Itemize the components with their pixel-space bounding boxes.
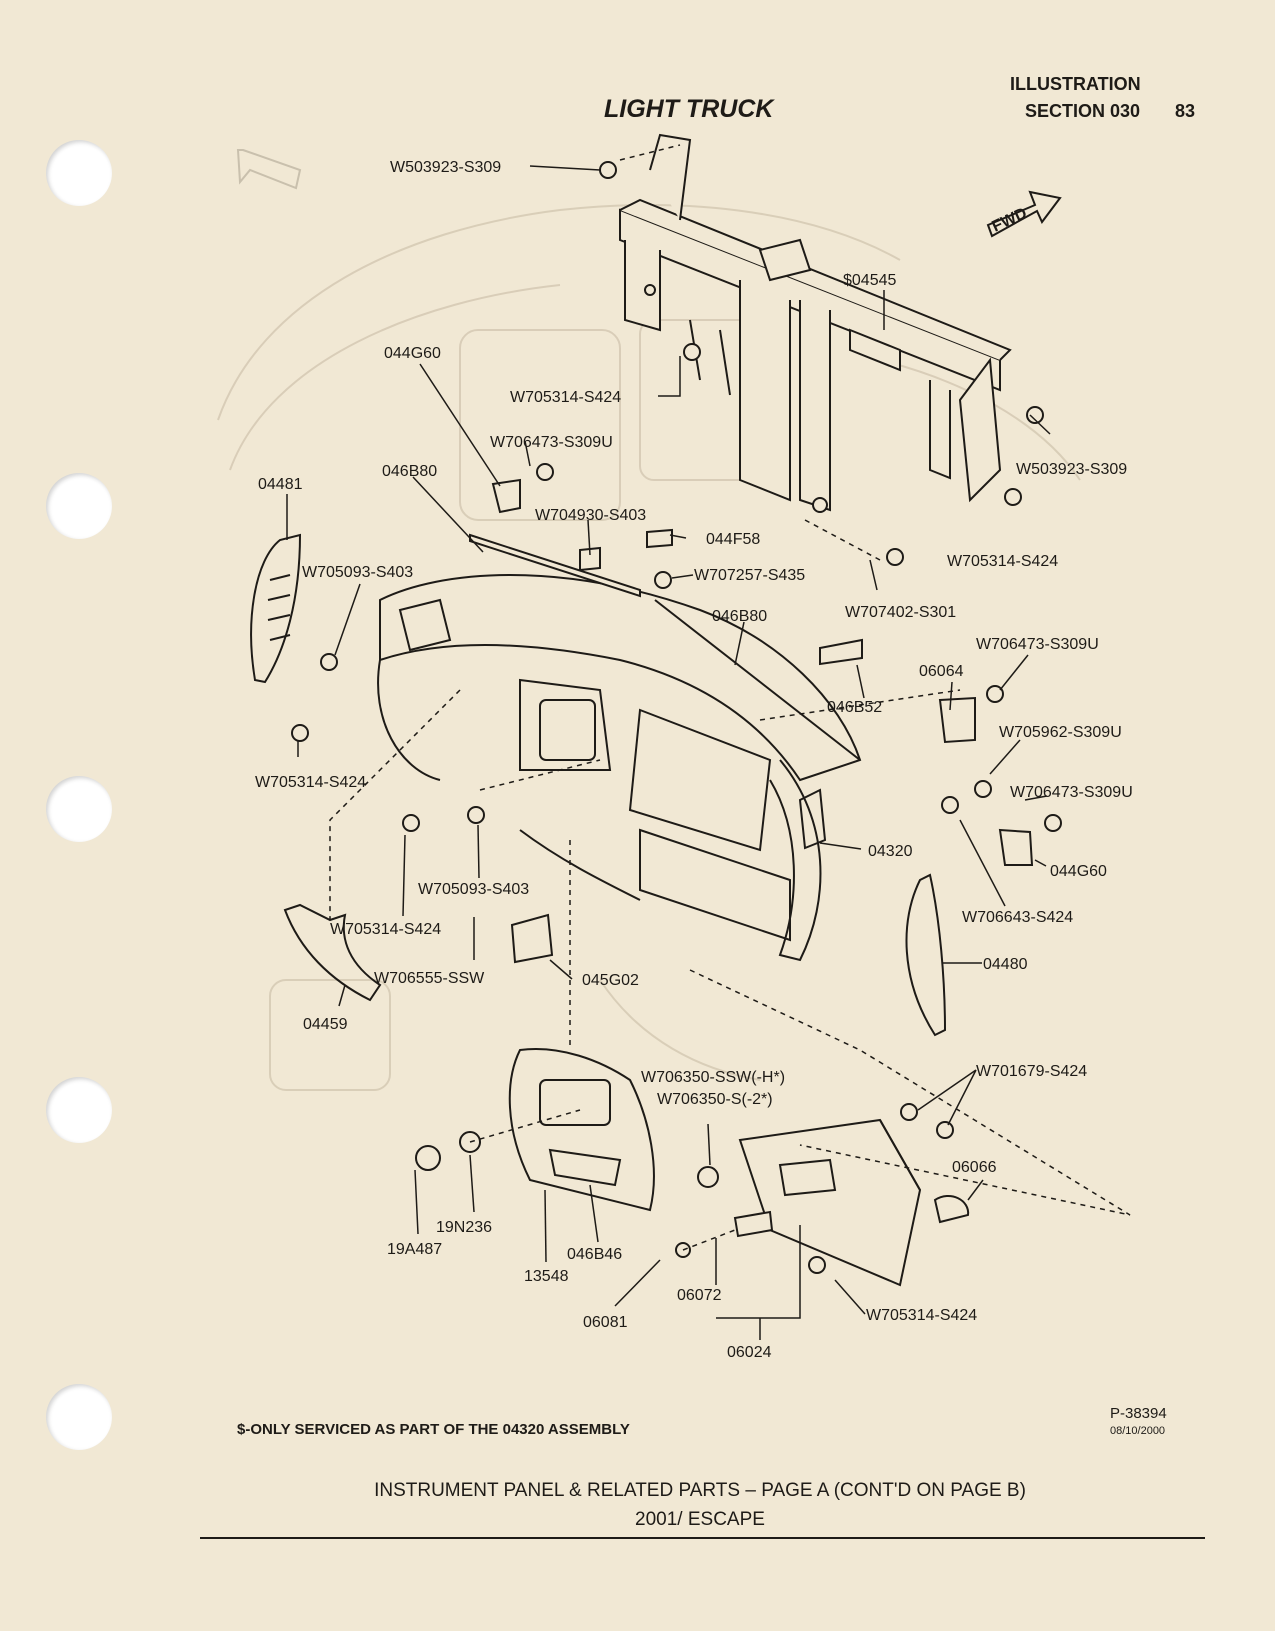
page-caption: INSTRUMENT PANEL & RELATED PARTS – PAGE …: [374, 1480, 1026, 1501]
callout-label: W701679-S424: [976, 1063, 1087, 1080]
callout-label: 04320: [868, 843, 913, 860]
callout-label: W706473-S309U: [976, 636, 1099, 653]
callout-label: 06066: [952, 1159, 997, 1176]
callout-label: W707257-S435: [694, 567, 805, 584]
callout-label: W706473-S309U: [490, 434, 613, 451]
callout-label: 04459: [303, 1016, 348, 1033]
callout-label: W705314-S424: [947, 553, 1058, 570]
callout-label: 046B80: [382, 463, 437, 480]
callout-labels: W503923-S309 $04545 044G60 W705314-S424 …: [255, 159, 1133, 1361]
bleed-through-background: [217, 204, 1081, 1091]
callout-label: W503923-S309: [1016, 461, 1127, 478]
binder-hole: [46, 473, 112, 539]
small-fasteners: [291, 161, 1062, 1274]
illustration-label: ILLUSTRATION: [1010, 74, 1141, 94]
callout-label: 04481: [258, 476, 303, 493]
callout-label: 19A487: [387, 1241, 442, 1258]
left-trim-panel: [283, 903, 382, 1002]
binder-hole: [46, 140, 112, 206]
fwd-label: FWD: [990, 205, 1030, 236]
callout-label: 06081: [583, 1314, 628, 1331]
callout-label: 19N236: [436, 1219, 492, 1236]
callout-label: W705314-S424: [510, 389, 621, 406]
footer-rule: [200, 1537, 1205, 1539]
callout-label: 06024: [727, 1344, 772, 1361]
callout-label: 13548: [524, 1268, 569, 1285]
callout-label: W706350-S(-2*): [657, 1091, 773, 1108]
callout-label: W705314-S424: [330, 921, 441, 938]
callout-label: 044G60: [384, 345, 441, 362]
assembly-lines: [329, 144, 1131, 1251]
callout-label: 044G60: [1050, 863, 1107, 880]
callout-label: W503923-S309: [390, 159, 501, 176]
cross-car-beam: [619, 133, 1012, 513]
callout-label: W705093-S403: [418, 881, 529, 898]
left-vent-panel: [250, 533, 302, 684]
callout-label: W705314-S424: [866, 1307, 977, 1324]
callout-label: W705314-S424: [255, 774, 366, 791]
service-note: $-ONLY SERVICED AS PART OF THE 04320 ASS…: [237, 1421, 630, 1438]
callout-label: 045G02: [582, 972, 639, 989]
callout-label: W704930-S403: [535, 507, 646, 524]
model-caption: 2001/ ESCAPE: [635, 1509, 765, 1530]
section-label: SECTION 030: [1025, 101, 1141, 121]
callout-label: $04545: [843, 272, 896, 289]
fwd-arrow-ghost-icon: [236, 149, 302, 190]
fwd-arrow-icon: FWD: [986, 190, 1062, 238]
callout-label: W707402-S301: [845, 604, 956, 621]
callout-label: 06064: [919, 663, 964, 680]
binder-hole: [46, 1077, 112, 1143]
center-console-bezel: [508, 1048, 655, 1212]
callout-label: W706473-S309U: [1010, 784, 1133, 801]
callout-label: 046B52: [827, 699, 882, 716]
binder-hole: [46, 1384, 112, 1450]
right-end-cap: [905, 873, 947, 1037]
callout-label: W705962-S309U: [999, 724, 1122, 741]
callout-label: W706555-SSW: [374, 970, 485, 987]
illustration-ref: P-38394: [1110, 1405, 1167, 1422]
instrument-panel: [377, 574, 862, 962]
callout-label: W705093-S403: [302, 564, 413, 581]
binder-hole: [46, 776, 112, 842]
callout-label: 06072: [677, 1287, 722, 1304]
illustration-date: 08/10/2000: [1110, 1425, 1166, 1437]
callout-label: W706643-S424: [962, 909, 1073, 926]
page-title: LIGHT TRUCK: [604, 95, 774, 123]
callout-label: 046B80: [712, 608, 767, 625]
page-number: 83: [1175, 101, 1196, 121]
callout-label: 04480: [983, 956, 1028, 973]
glove-box: [738, 1118, 922, 1287]
callout-label: 044F58: [706, 531, 760, 548]
callout-label: W706350-SSW(-H*): [641, 1069, 785, 1086]
callout-label: 046B46: [567, 1246, 622, 1263]
leader-lines: [286, 165, 1051, 1340]
